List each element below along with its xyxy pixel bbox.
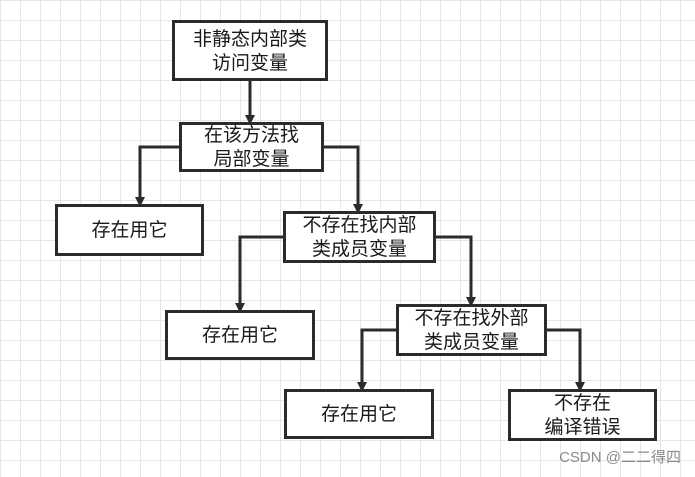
node-inner: 不存在找内部 类成员变量 bbox=[283, 211, 436, 263]
edge-outer-to-error bbox=[545, 328, 585, 392]
edge-local-to-use1 bbox=[135, 145, 180, 207]
edge-inner-to-use2 bbox=[235, 235, 284, 313]
node-use1: 存在用它 bbox=[55, 204, 204, 256]
node-use2: 存在用它 bbox=[165, 310, 315, 360]
edge-local-to-inner bbox=[322, 145, 363, 214]
node-use3: 存在用它 bbox=[284, 389, 434, 439]
node-local: 在该方法找 局部变量 bbox=[179, 122, 324, 172]
edge-inner-to-outer bbox=[434, 235, 476, 307]
watermark: CSDN @二二得四 bbox=[559, 449, 681, 466]
node-outer: 不存在找外部 类成员变量 bbox=[396, 304, 547, 356]
node-error: 不存在 编译错误 bbox=[508, 389, 657, 441]
node-root: 非静态内部类 访问变量 bbox=[172, 20, 328, 81]
edge-outer-to-use3 bbox=[357, 328, 397, 392]
